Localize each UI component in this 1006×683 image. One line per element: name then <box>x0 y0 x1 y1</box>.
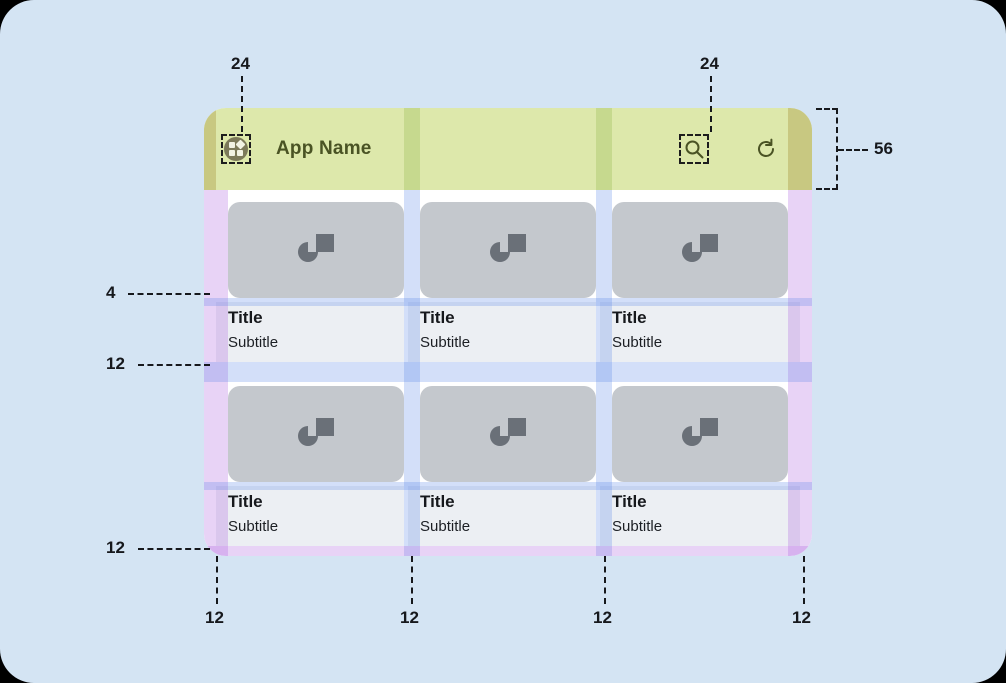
refresh-icon[interactable] <box>754 137 778 161</box>
annotation-leader-right-margin <box>803 556 805 604</box>
annotation-leader-logo <box>241 76 243 132</box>
card-image[interactable] <box>228 202 404 298</box>
card-title: Title <box>420 308 455 327</box>
annotation-leader-appbar-height <box>838 149 868 151</box>
card-image[interactable] <box>420 202 596 298</box>
card-image[interactable] <box>228 386 404 482</box>
annotation-gutter-1: 12 <box>400 608 419 627</box>
annotation-leader-bottom-margin <box>138 548 210 550</box>
card-subtitle: Subtitle <box>612 334 663 351</box>
annotation-row-gap: 12 <box>106 354 125 373</box>
app-logo-touch-target[interactable] <box>221 134 251 164</box>
annotation-leader-row-gap <box>138 364 210 366</box>
annotation-image-to-title: 4 <box>106 283 116 302</box>
card-title: Title <box>612 308 647 327</box>
search-icon[interactable] <box>679 134 709 164</box>
card-text-block[interactable] <box>600 486 800 546</box>
annotation-leader-action <box>710 76 712 132</box>
card-text-block[interactable] <box>216 486 404 546</box>
app-bar: App Name <box>204 108 812 190</box>
card-title: Title <box>612 492 647 511</box>
annotation-bracket-appbar-height <box>816 108 838 190</box>
card-subtitle: Subtitle <box>420 334 471 351</box>
app-grid-logo-icon <box>224 137 248 161</box>
card-subtitle: Subtitle <box>228 518 279 535</box>
card-image[interactable] <box>612 202 788 298</box>
annotation-action-touch-size: 24 <box>700 54 719 73</box>
image-placeholder-icon <box>490 234 526 262</box>
app-bar-title: App Name <box>276 138 372 159</box>
app-preview-frame: App Name <box>204 108 812 556</box>
annotation-left-margin: 12 <box>205 608 224 627</box>
annotation-bottom-margin: 12 <box>106 538 125 557</box>
annotation-right-margin: 12 <box>792 608 811 627</box>
card-grid: Title Subtitle Title Subtitle Title Subt… <box>204 190 812 556</box>
card-image[interactable] <box>420 386 596 482</box>
card-text-block[interactable] <box>408 302 596 362</box>
image-placeholder-icon <box>490 418 526 446</box>
image-placeholder-icon <box>298 234 334 262</box>
annotation-appbar-height: 56 <box>874 139 893 158</box>
annotation-gutter-2: 12 <box>593 608 612 627</box>
annotation-logo-touch-size: 24 <box>231 54 250 73</box>
card-image[interactable] <box>612 386 788 482</box>
annotation-leader-image-to-title <box>128 293 210 295</box>
card-subtitle: Subtitle <box>228 334 279 351</box>
image-placeholder-icon <box>682 234 718 262</box>
annotation-leader-left-margin <box>216 556 218 604</box>
card-text-block[interactable] <box>216 302 404 362</box>
card-text-block[interactable] <box>600 302 800 362</box>
image-placeholder-icon <box>298 418 334 446</box>
annotation-leader-gutter-1 <box>411 556 413 604</box>
annotation-leader-gutter-2 <box>604 556 606 604</box>
card-title: Title <box>420 492 455 511</box>
card-title: Title <box>228 492 263 511</box>
image-placeholder-icon <box>682 418 718 446</box>
card-title: Title <box>228 308 263 327</box>
card-text-block[interactable] <box>408 486 596 546</box>
card-subtitle: Subtitle <box>612 518 663 535</box>
card-subtitle: Subtitle <box>420 518 471 535</box>
